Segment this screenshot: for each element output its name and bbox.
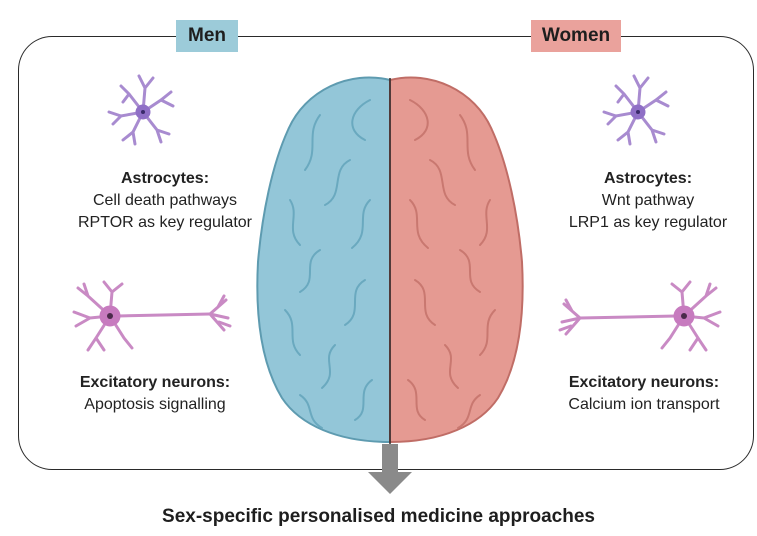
- footer-caption: Sex-specific personalised medicine appro…: [0, 506, 757, 528]
- astrocyte-icon: [109, 76, 173, 144]
- men-astrocytes-line-1: Cell death pathways: [60, 190, 270, 212]
- women-neurons-heading: Excitatory neurons:: [534, 372, 754, 394]
- men-astrocytes-line-2: RPTOR as key regulator: [60, 212, 270, 234]
- brain-illustration: [257, 77, 522, 444]
- women-astrocytes-line-1: Wnt pathway: [548, 190, 748, 212]
- astrocyte-icon: [604, 76, 668, 144]
- men-neurons-heading: Excitatory neurons:: [30, 372, 280, 394]
- neuron-icon: [560, 282, 720, 350]
- down-arrow-icon: [368, 444, 412, 494]
- men-astrocytes-text: Astrocytes: Cell death pathways RPTOR as…: [60, 168, 270, 234]
- women-neurons-line-1: Calcium ion transport: [534, 394, 754, 416]
- women-astrocytes-text: Astrocytes: Wnt pathway LRP1 as key regu…: [548, 168, 748, 234]
- men-neurons-line-1: Apoptosis signalling: [30, 394, 280, 416]
- men-tag: Men: [176, 20, 238, 52]
- men-neurons-text: Excitatory neurons: Apoptosis signalling: [30, 372, 280, 416]
- neuron-icon: [74, 282, 230, 350]
- men-astrocytes-heading: Astrocytes:: [60, 168, 270, 190]
- women-astrocytes-line-2: LRP1 as key regulator: [548, 212, 748, 234]
- women-astrocytes-heading: Astrocytes:: [548, 168, 748, 190]
- women-neurons-text: Excitatory neurons: Calcium ion transpor…: [534, 372, 754, 416]
- women-tag: Women: [531, 20, 621, 52]
